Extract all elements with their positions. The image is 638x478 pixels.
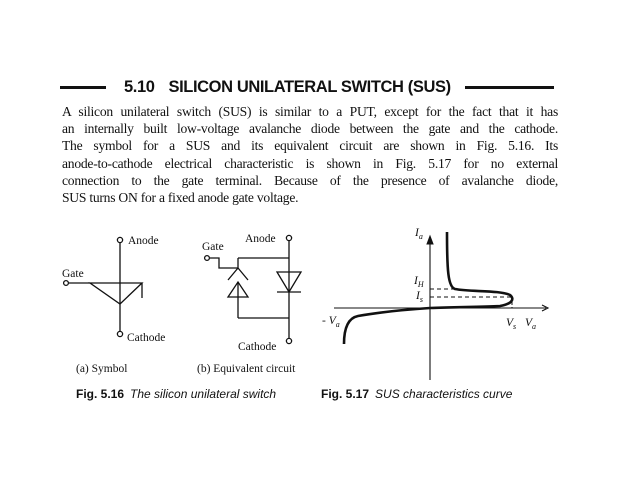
body-paragraph: A silicon unilateral switch (SUS) is sim…	[62, 103, 558, 206]
section-number: 5.10	[124, 77, 155, 96]
eq-cathode-terminal	[285, 337, 293, 345]
symbol-gate-label: Gate	[62, 268, 84, 280]
paragraph-line: anode-to-cathode electrical characterist…	[62, 155, 558, 171]
caption-text: SUS characteristics curve	[375, 387, 513, 401]
eq-anode-label: Anode	[245, 233, 276, 245]
gate-terminal	[62, 279, 70, 287]
x-axis-arrow	[541, 304, 550, 312]
eq-zener-cathode-bar	[227, 266, 249, 281]
symbol-triangle	[87, 282, 144, 305]
eq-gate-wire	[210, 257, 238, 269]
is-label: Is	[415, 290, 423, 304]
characteristic-curve	[334, 231, 550, 380]
ia-label: Ia	[414, 227, 423, 241]
caption-fig-number: Fig. 5.17	[321, 387, 370, 401]
figure-caption-5-17: Fig. 5.17 SUS characteristics curve	[321, 387, 512, 402]
paragraph-line: an internally built low-voltage avalanch…	[62, 121, 558, 137]
sus-symbol	[62, 236, 144, 338]
figure-caption-5-16: Fig. 5.16 The silicon unilateral switch	[76, 387, 276, 402]
eq-anode-terminal	[285, 234, 293, 242]
section-title-text: SILICON UNILATERAL SWITCH (SUS)	[168, 77, 452, 96]
section-title: 5.10 SILICON UNILATERAL SWITCH (SUS)	[124, 78, 451, 97]
paragraph-line: SUS turns ON for a fixed anode gate volt…	[62, 190, 299, 206]
symbol-cathode-label: Cathode	[127, 332, 165, 344]
paragraph-line: The symbol for a SUS and its equivalent …	[62, 138, 558, 154]
y-axis-arrow	[426, 234, 434, 245]
caption-fig-number: Fig. 5.16	[76, 387, 125, 401]
paragraph-line: connection to the gate terminal. Because…	[62, 172, 558, 188]
heading-rule-right	[464, 85, 554, 89]
symbol-sublabel: (a) Symbol	[76, 363, 127, 375]
anode-terminal	[116, 236, 124, 244]
eq-diode	[275, 271, 303, 294]
va-label: Va	[525, 317, 536, 331]
paragraph-line: A silicon unilateral switch (SUS) is sim…	[62, 104, 558, 119]
equivalent-circuit	[203, 234, 303, 345]
caption-text: The silicon unilateral switch	[130, 387, 277, 401]
eq-cathode-label: Cathode	[238, 341, 276, 353]
eq-gate-label: Gate	[202, 241, 224, 253]
section-heading: 5.10 SILICON UNILATERAL SWITCH (SUS)	[60, 74, 554, 100]
neg-va-label: - Va	[322, 315, 340, 329]
cathode-terminal	[116, 330, 124, 338]
symbol-anode-label: Anode	[128, 235, 159, 247]
heading-rule-left	[60, 85, 106, 89]
eq-gate-terminal	[203, 254, 211, 262]
ih-label: IH	[413, 275, 425, 289]
eq-sublabel: (b) Equivalent circuit	[197, 363, 296, 375]
vs-label: Vs	[506, 317, 516, 331]
characteristic-curve-line	[342, 231, 514, 345]
